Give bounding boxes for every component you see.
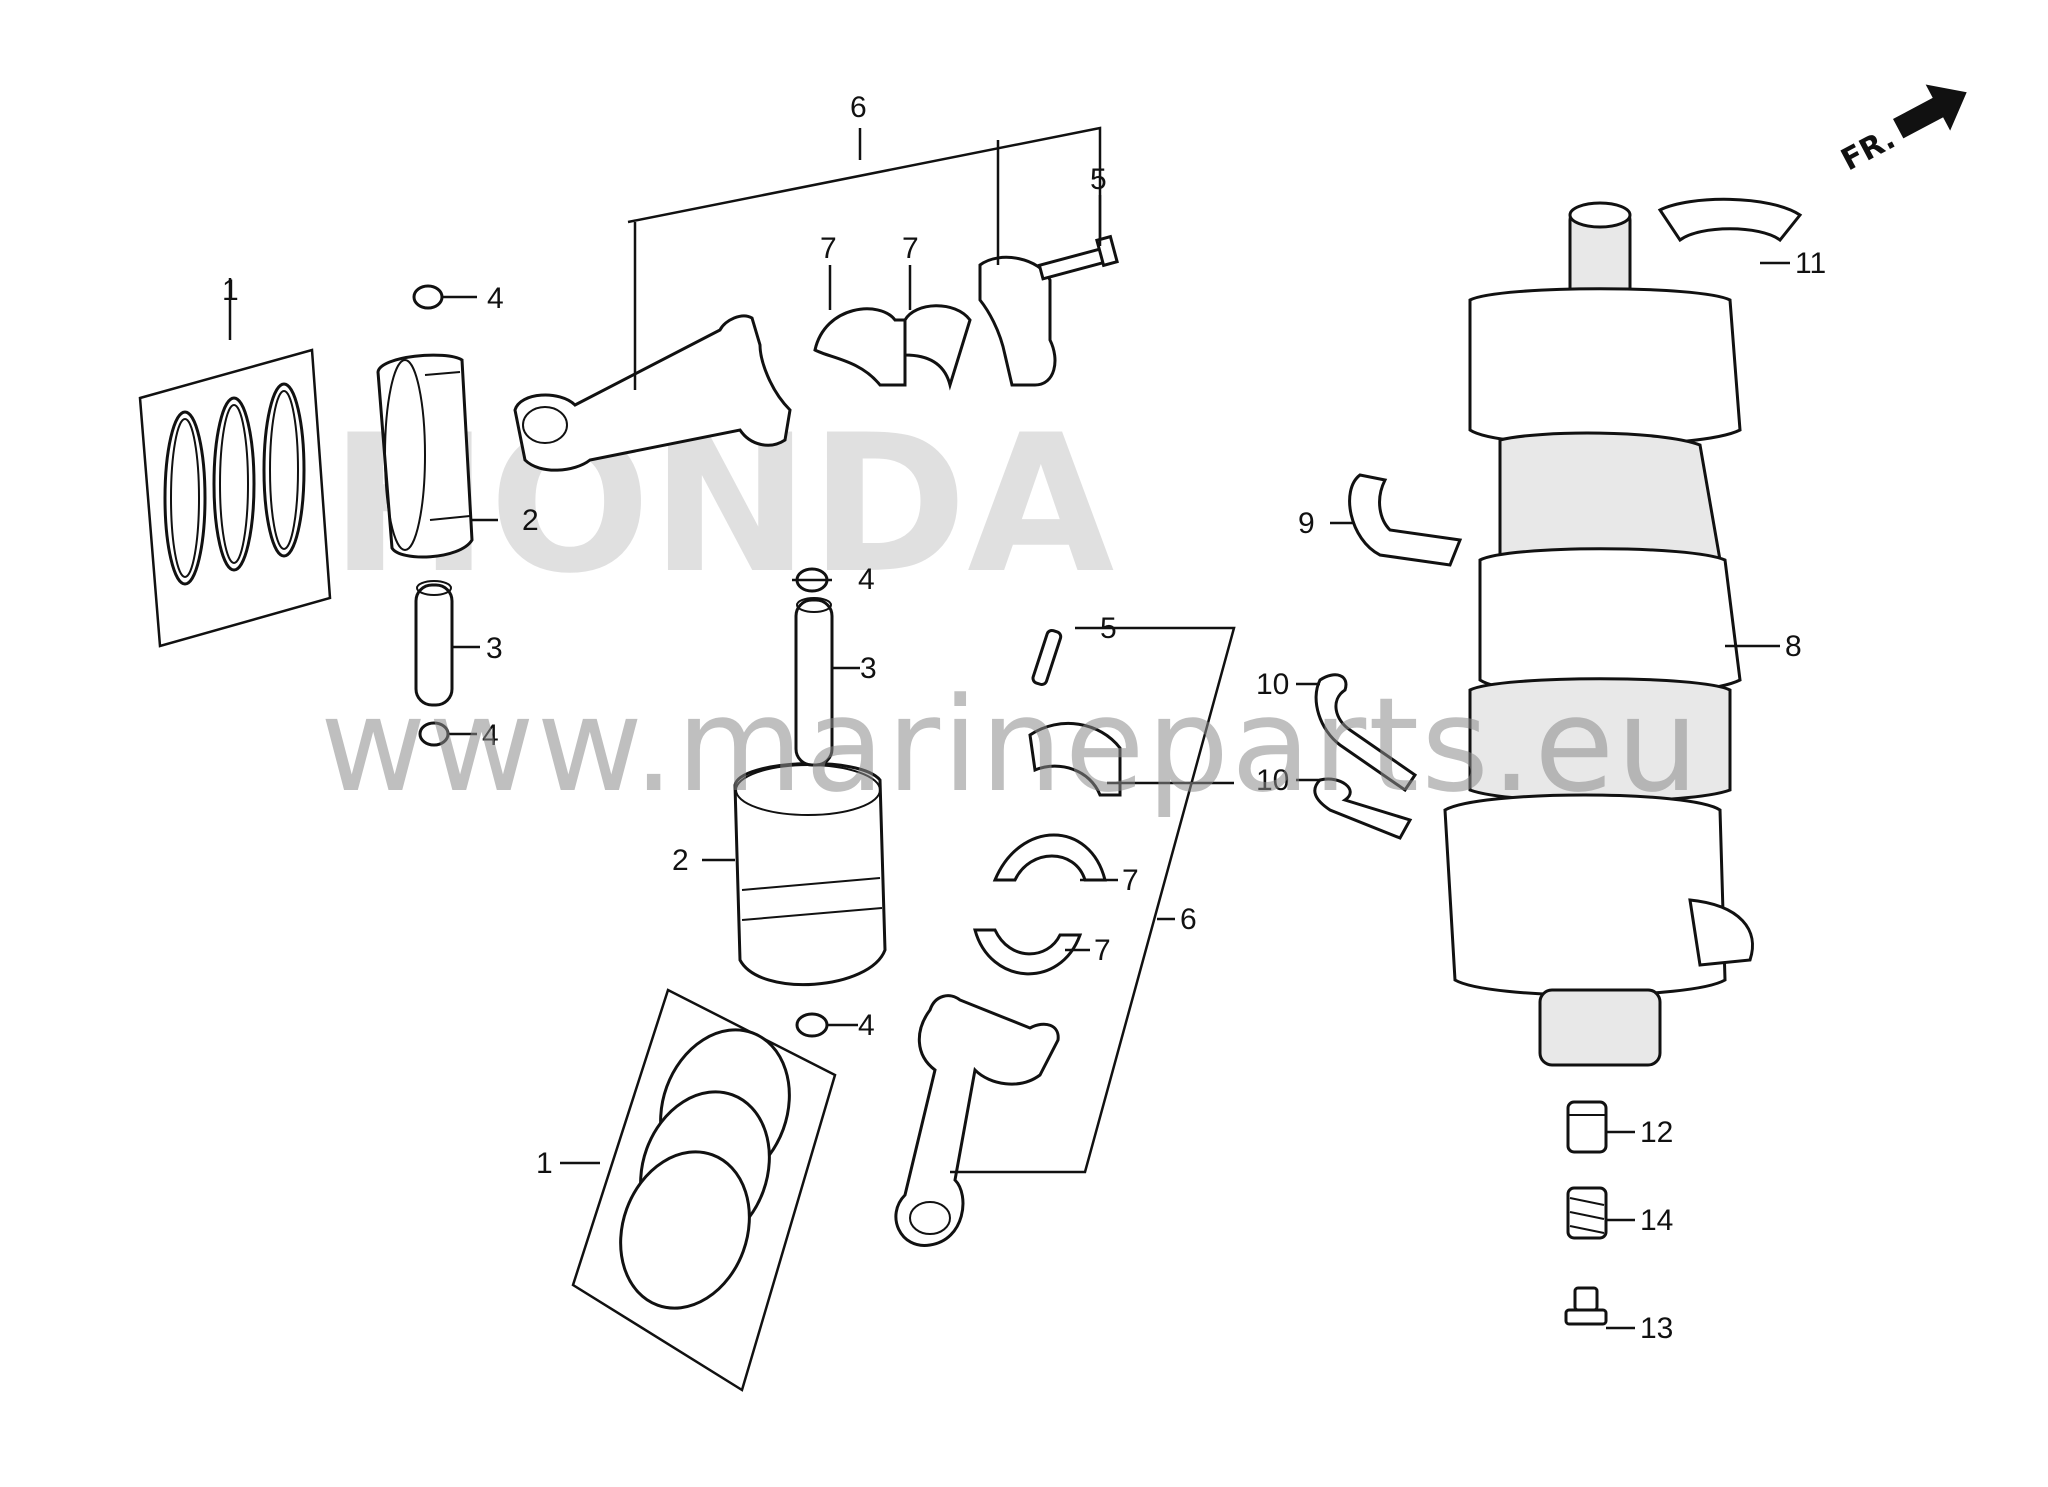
callout-11: 11 <box>1795 247 1826 280</box>
connecting-rod-lower <box>894 994 1060 1247</box>
rod-bolt-upper <box>1037 234 1119 281</box>
callout-7-lower-b: 7 <box>1094 934 1111 967</box>
bracket-6-upper <box>627 126 1102 246</box>
callout-7-upper-b: 7 <box>902 232 919 265</box>
rod-bearing-lower-b <box>973 928 1083 976</box>
thrust-washer-b <box>1313 777 1413 840</box>
callout-3-lower: 3 <box>860 652 877 685</box>
rod-bearing-lower-a <box>992 833 1107 882</box>
thrust-washer-a <box>1314 673 1418 793</box>
spring-14 <box>1566 1186 1608 1240</box>
rod-cap-lower <box>1028 722 1122 797</box>
site-watermark: www.marineparts.eu <box>320 669 1701 821</box>
bolt-13 <box>1564 1286 1608 1326</box>
piston-2 <box>733 762 887 987</box>
crankshaft <box>1443 201 1754 1067</box>
plug-12 <box>1566 1100 1608 1154</box>
callout-4-lower-a: 4 <box>858 563 875 596</box>
callout-2-lower: 2 <box>672 844 689 877</box>
callout-7-lower-a: 7 <box>1122 864 1139 897</box>
callout-14: 14 <box>1640 1204 1673 1237</box>
callout-2-upper: 2 <box>522 504 539 537</box>
callout-5-lower: 5 <box>1100 612 1117 645</box>
callout-6-upper: 6 <box>850 91 867 124</box>
pin-clip-2-bottom <box>795 1012 829 1038</box>
callout-12: 12 <box>1640 1116 1673 1149</box>
callout-9: 9 <box>1298 507 1315 540</box>
piston-rings-set-1 <box>138 348 332 648</box>
piston-rings-set-2 <box>571 988 837 1392</box>
callout-1-lower: 1 <box>536 1147 553 1180</box>
callout-3-upper: 3 <box>486 632 503 665</box>
callout-4-lower-b: 4 <box>858 1009 875 1042</box>
pin-clip-1-top <box>412 284 444 310</box>
callout-8: 8 <box>1785 630 1802 663</box>
callout-13: 13 <box>1640 1312 1673 1345</box>
callout-5-upper: 5 <box>1090 163 1107 196</box>
front-direction-arrow-icon: FR. <box>1836 84 1967 178</box>
rod-bearing-upper-b <box>903 304 972 391</box>
piston-pin-1 <box>414 580 454 707</box>
callout-7-upper-a: 7 <box>820 232 837 265</box>
callout-6-lower: 6 <box>1180 903 1197 936</box>
connecting-rod-upper <box>513 314 792 472</box>
callout-4-upper: 4 <box>487 282 504 315</box>
rod-cap-upper <box>978 255 1057 387</box>
callout-10-a: 10 <box>1256 668 1289 701</box>
rod-bolt-lower <box>1031 628 1063 686</box>
main-bearing-9 <box>1348 473 1463 567</box>
front-direction-label: FR. <box>1836 121 1901 178</box>
callout-10-b: 10 <box>1256 764 1289 797</box>
callout-1-upper: 1 <box>222 274 239 307</box>
piston-pin-2 <box>794 597 834 767</box>
callout-4-upper-b: 4 <box>482 719 499 752</box>
main-bearing-upper <box>1657 197 1803 243</box>
piston-1 <box>376 353 474 559</box>
rod-bearing-upper-a <box>813 307 907 387</box>
bracket-6-lower <box>950 626 1236 1174</box>
